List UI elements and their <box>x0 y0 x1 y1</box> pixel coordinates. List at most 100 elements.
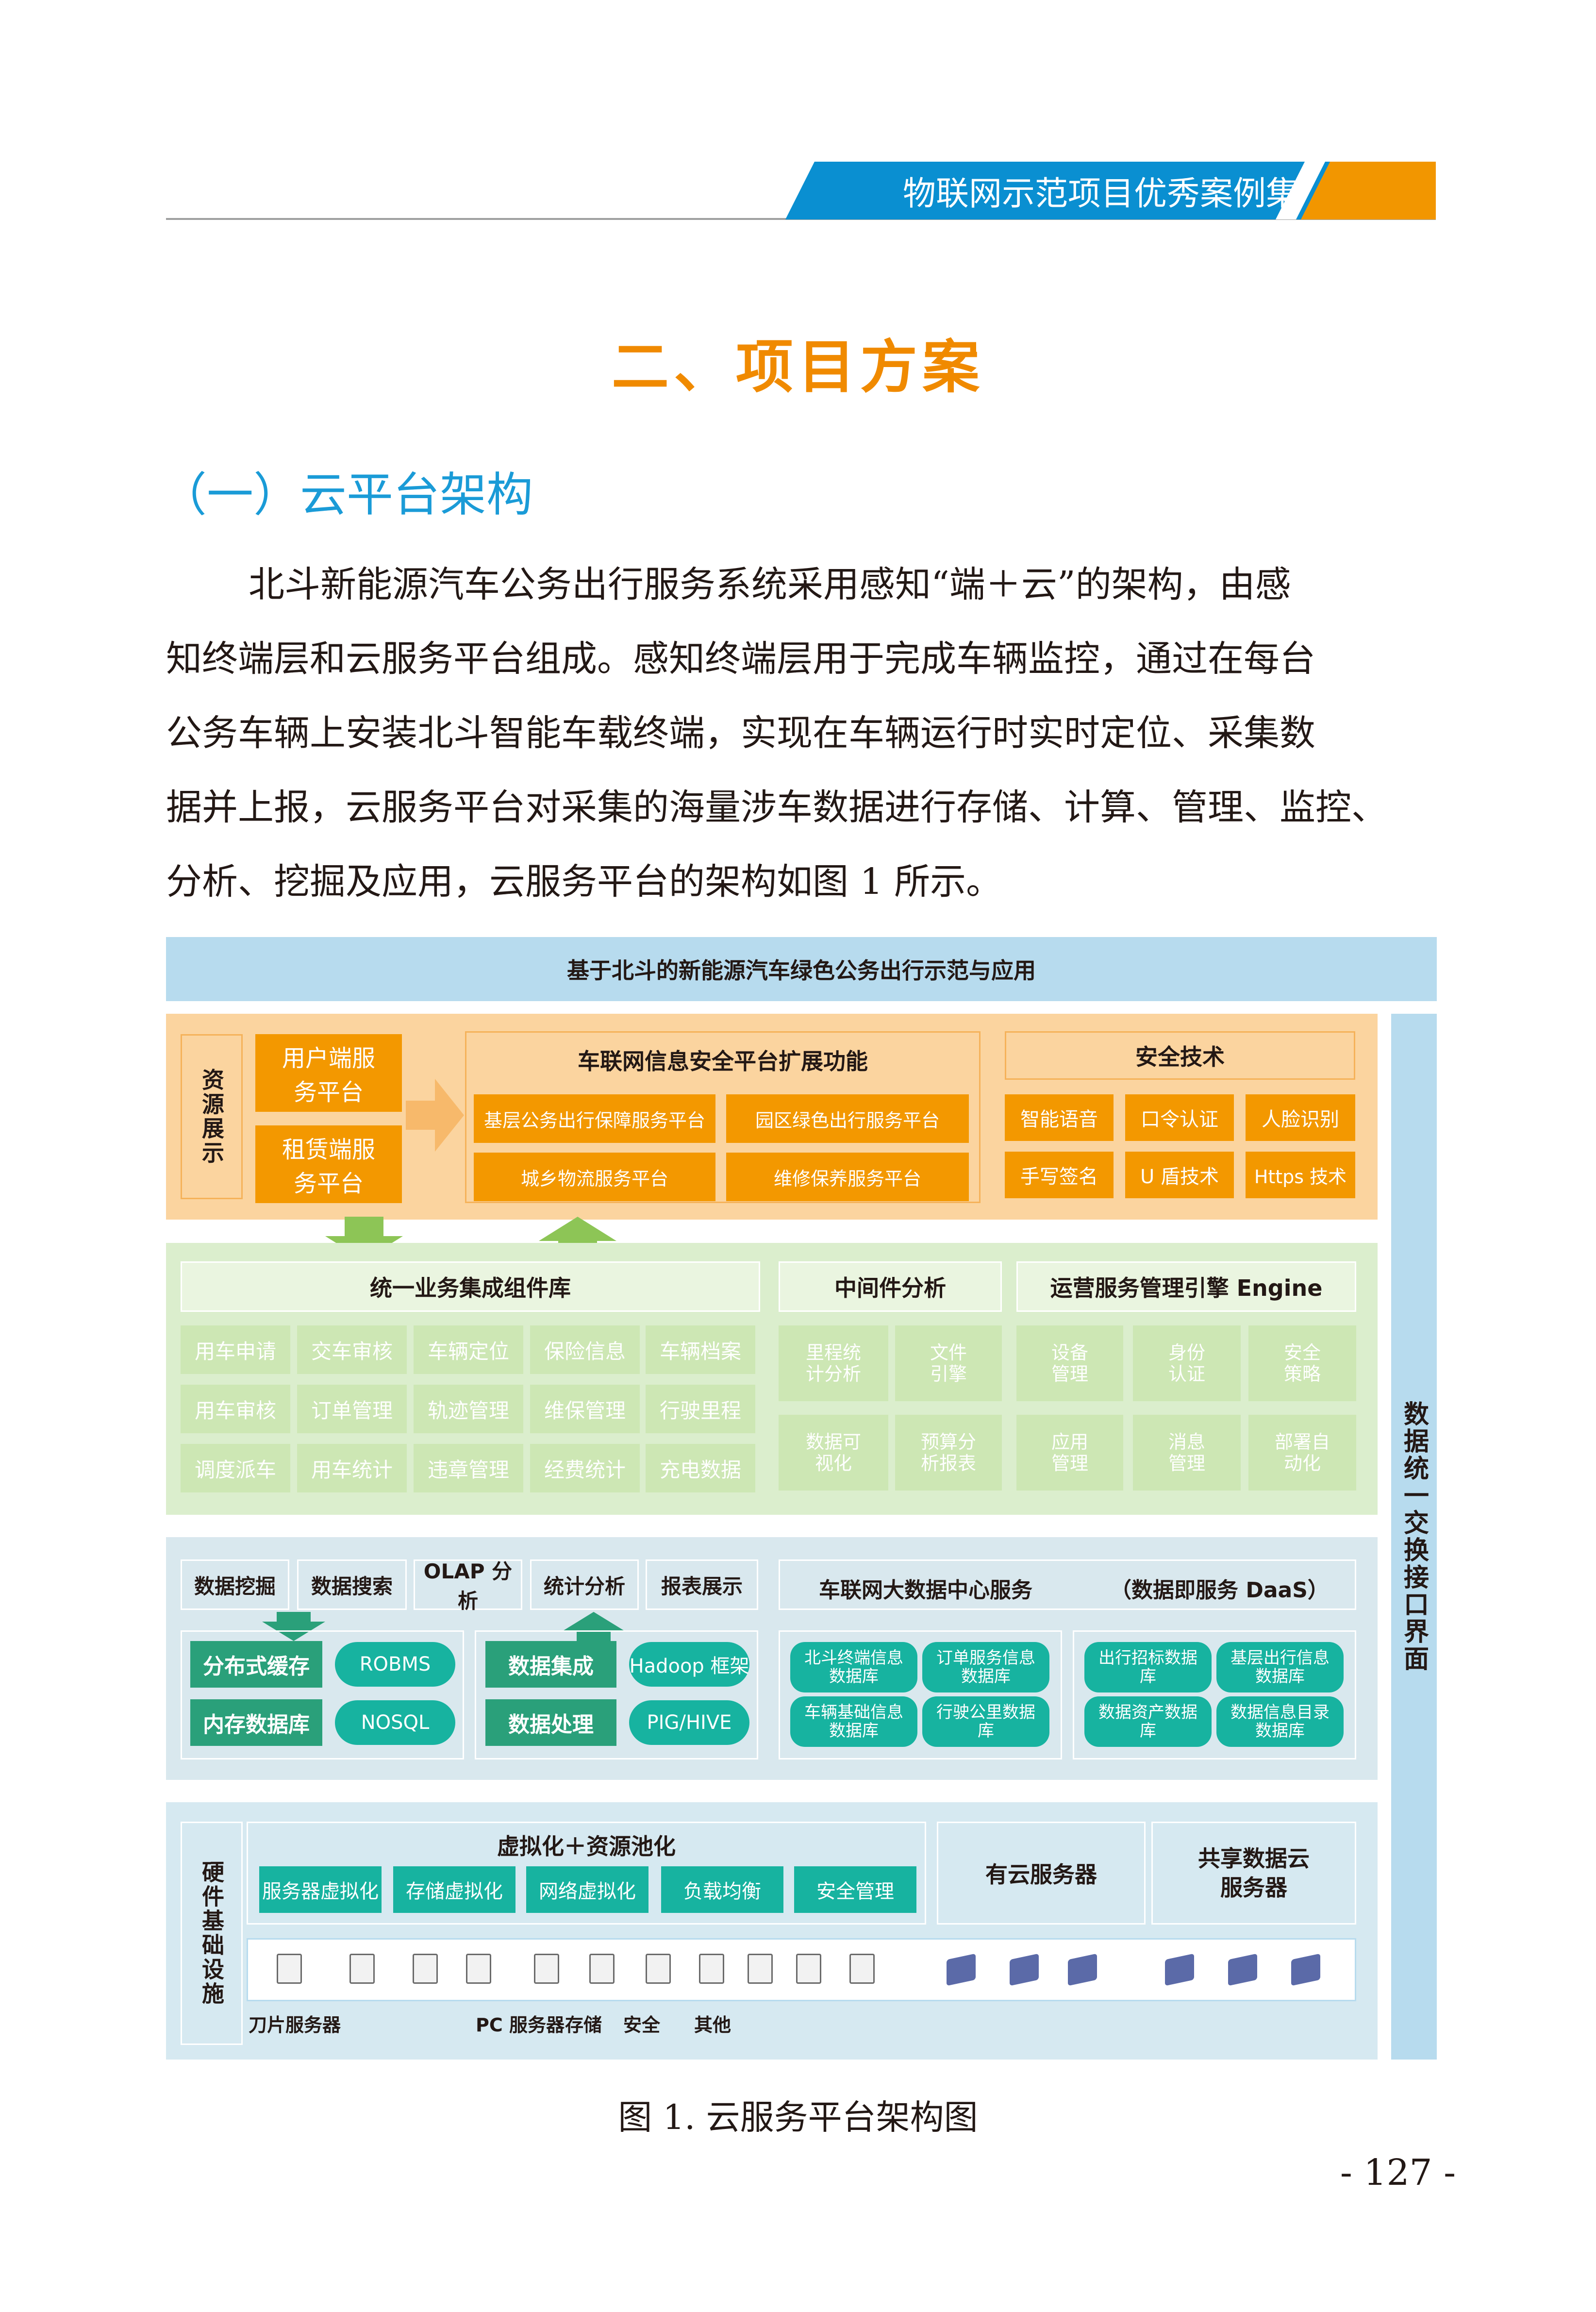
device-label: PC 服务器 <box>476 2014 565 2036</box>
virt-item: 服务器虚拟化 <box>259 1866 382 1913</box>
lib-item: 用车审核 <box>181 1385 290 1433</box>
rental-platform: 租赁端服务平台 <box>255 1125 402 1203</box>
lib-item: 充电数据 <box>646 1444 755 1492</box>
virt-item: 负载均衡 <box>661 1866 783 1913</box>
db-item: 行驶公里数据库 <box>922 1696 1049 1747</box>
server-icon <box>796 1954 821 1984</box>
mid-title: 中间件分析 <box>779 1261 1002 1312</box>
server-icon <box>466 1954 491 1984</box>
daas-label: （数据即服务 DaaS） <box>1110 1578 1329 1603</box>
subsection-title: （一）云平台架构 <box>160 467 533 522</box>
server-icon <box>413 1954 438 1984</box>
cache-item: 内存数据库 <box>190 1699 322 1746</box>
sec-item: 手写签名 <box>1005 1152 1114 1198</box>
tool-item: 报表展示 <box>646 1559 758 1610</box>
virt-title: 虚拟化＋资源池化 <box>497 1833 676 1860</box>
server-icon <box>748 1954 773 1984</box>
hw-side-label: 硬件基础设施 <box>181 1822 243 2045</box>
sec-item: 人脸识别 <box>1246 1094 1355 1141</box>
device-label: 安全 <box>623 2014 661 2036</box>
center-title: 车联网大数据中心服务 <box>819 1578 1032 1603</box>
integration-group <box>475 1630 758 1759</box>
header-banner: 物联网示范项目优秀案例集 <box>785 162 1344 219</box>
lib-item: 违章管理 <box>414 1444 523 1492</box>
db-item: 订单服务信息数据库 <box>922 1642 1049 1692</box>
db-left-group <box>779 1630 1062 1759</box>
mid-item: 文件引擎 <box>895 1325 1002 1401</box>
figure-top-title: 基于北斗的新能源汽车绿色公务出行示范与应用 <box>166 937 1437 1001</box>
sec-item: U 盾技术 <box>1125 1152 1234 1198</box>
sec-tech-title: 安全技术 <box>1005 1031 1355 1080</box>
device-label: 存储 <box>565 2014 602 2036</box>
lib-title: 统一业务集成组件库 <box>181 1261 760 1312</box>
ext-frame <box>465 1031 981 1203</box>
page-number: - 127 - <box>1340 2152 1456 2194</box>
db-item: 北斗终端信息数据库 <box>790 1642 917 1692</box>
lib-item: 保险信息 <box>530 1325 640 1374</box>
device-label: 其他 <box>694 2014 732 2036</box>
ext-item: 城乡物流服务平台 <box>474 1153 715 1201</box>
device-label: 刀片服务器 <box>249 2014 341 2036</box>
ops-title: 运营服务管理引擎 Engine <box>1016 1261 1356 1312</box>
virt-item: 存储虚拟化 <box>393 1866 515 1913</box>
lib-item: 用车申请 <box>181 1325 290 1374</box>
hw-side-text: 硬件基础设施 <box>199 1860 225 2006</box>
center-title-box: 车联网大数据中心服务 （数据即服务 DaaS） <box>779 1559 1356 1610</box>
ext-item: 园区绿色出行服务平台 <box>726 1094 969 1143</box>
lib-item: 经费统计 <box>530 1444 640 1492</box>
cache-item: 分布式缓存 <box>190 1641 322 1688</box>
mid-item: 数据可视化 <box>779 1415 888 1491</box>
data-exchange-label: 数据统一交换接口界面 <box>1399 1401 1429 1673</box>
sec-item: 口令认证 <box>1125 1094 1234 1141</box>
ops-item: 安全策略 <box>1248 1325 1356 1401</box>
ops-item: 部署自动化 <box>1248 1415 1356 1491</box>
lib-item: 调度派车 <box>181 1444 290 1492</box>
section-title: 二、项目方案 <box>611 333 984 401</box>
para-line: 分析、挖掘及应用，云服务平台的架构如图 1 所示。 <box>166 861 1002 903</box>
ext-item: 维修保养服务平台 <box>726 1153 969 1201</box>
virt-group <box>247 1822 926 1925</box>
para-line: 据并上报，云服务平台对采集的海量涉车数据进行存储、计算、管理、监控、 <box>166 787 1387 828</box>
right-arrow <box>406 1079 464 1152</box>
integration-item: PIG/HIVE <box>629 1700 749 1745</box>
cache-item: ROBMS <box>335 1642 455 1687</box>
integration-item: 数据处理 <box>485 1699 616 1746</box>
para-line: 北斗新能源汽车公务出行服务系统采用感知“端＋云”的架构，由感 <box>249 564 1291 605</box>
lib-item: 维保管理 <box>530 1385 640 1433</box>
server-icon <box>646 1954 671 1984</box>
ext-title: 车联网信息安全平台扩展功能 <box>578 1048 868 1074</box>
lib-item: 轨迹管理 <box>414 1385 523 1433</box>
tool-item: 数据搜索 <box>297 1559 407 1610</box>
ops-item: 应用管理 <box>1016 1415 1123 1491</box>
lib-item: 行驶里程 <box>646 1385 755 1433</box>
virt-item: 网络虚拟化 <box>526 1866 648 1913</box>
cache-item: NOSQL <box>335 1700 455 1745</box>
sec-item: Https 技术 <box>1246 1152 1355 1198</box>
figure-caption: 图 1. 云服务平台架构图 <box>618 2097 978 2137</box>
down-arrow-small <box>262 1612 325 1641</box>
ext-item: 基层公务出行保障服务平台 <box>474 1094 715 1143</box>
server-icon <box>589 1954 615 1984</box>
tool-item: 统计分析 <box>530 1559 639 1610</box>
hardware-layer <box>166 1802 1378 2060</box>
down-arrow <box>325 1217 403 1260</box>
integration-item: 数据集成 <box>485 1641 616 1688</box>
server-icon <box>699 1954 724 1984</box>
tool-item: OLAP 分析 <box>414 1559 522 1613</box>
db-item: 出行招标数据库 <box>1084 1642 1212 1692</box>
db-item: 数据信息目录数据库 <box>1216 1696 1344 1747</box>
db-item: 车辆基础信息数据库 <box>790 1696 917 1747</box>
up-arrow-small <box>562 1612 625 1641</box>
db-item: 基层出行信息数据库 <box>1216 1642 1344 1692</box>
user-platform: 用户端服务平台 <box>255 1034 402 1112</box>
cloud-server-a: 有云服务器 <box>937 1822 1146 1925</box>
lib-item: 车辆定位 <box>414 1325 523 1374</box>
mid-item: 里程统计分析 <box>779 1325 888 1401</box>
integration-item: Hadoop 框架 <box>629 1642 749 1687</box>
ops-item: 设备管理 <box>1016 1325 1123 1401</box>
para-line: 公务车辆上安装北斗智能车载终端，实现在车辆运行时实时定位、采集数 <box>166 712 1315 754</box>
data-exchange-bar: 数据统一交换接口界面 <box>1391 1014 1437 2060</box>
db-right-group <box>1073 1630 1356 1759</box>
lib-item: 交车审核 <box>297 1325 407 1374</box>
mid-item: 预算分析报表 <box>895 1415 1002 1491</box>
